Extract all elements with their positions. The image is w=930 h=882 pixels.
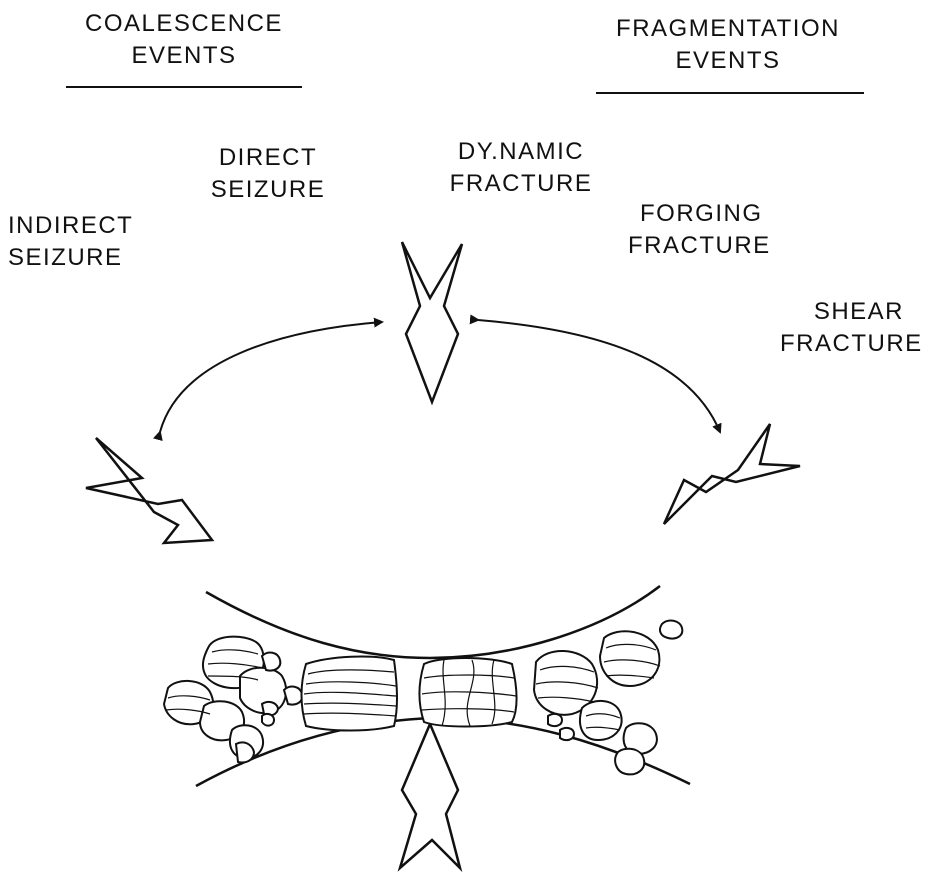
left-curved-double-arrow <box>160 322 382 432</box>
left-hollow-arrow <box>86 438 212 543</box>
powder-particle <box>302 657 398 731</box>
powder-particle <box>262 714 274 726</box>
upper-ball-surface <box>206 586 660 658</box>
powder-particle <box>548 714 562 726</box>
right-curved-double-arrow <box>478 320 720 432</box>
powder-particle <box>236 742 254 762</box>
powder-particle <box>615 749 644 775</box>
top-down-hollow-arrow <box>402 242 462 402</box>
powder-particle <box>560 728 574 740</box>
powder-particle <box>262 653 280 671</box>
powder-particle <box>660 621 682 639</box>
bottom-up-hollow-arrow <box>400 724 460 868</box>
powder-particle <box>580 701 622 740</box>
powder-particle <box>284 687 302 705</box>
right-hollow-arrow <box>664 424 800 524</box>
